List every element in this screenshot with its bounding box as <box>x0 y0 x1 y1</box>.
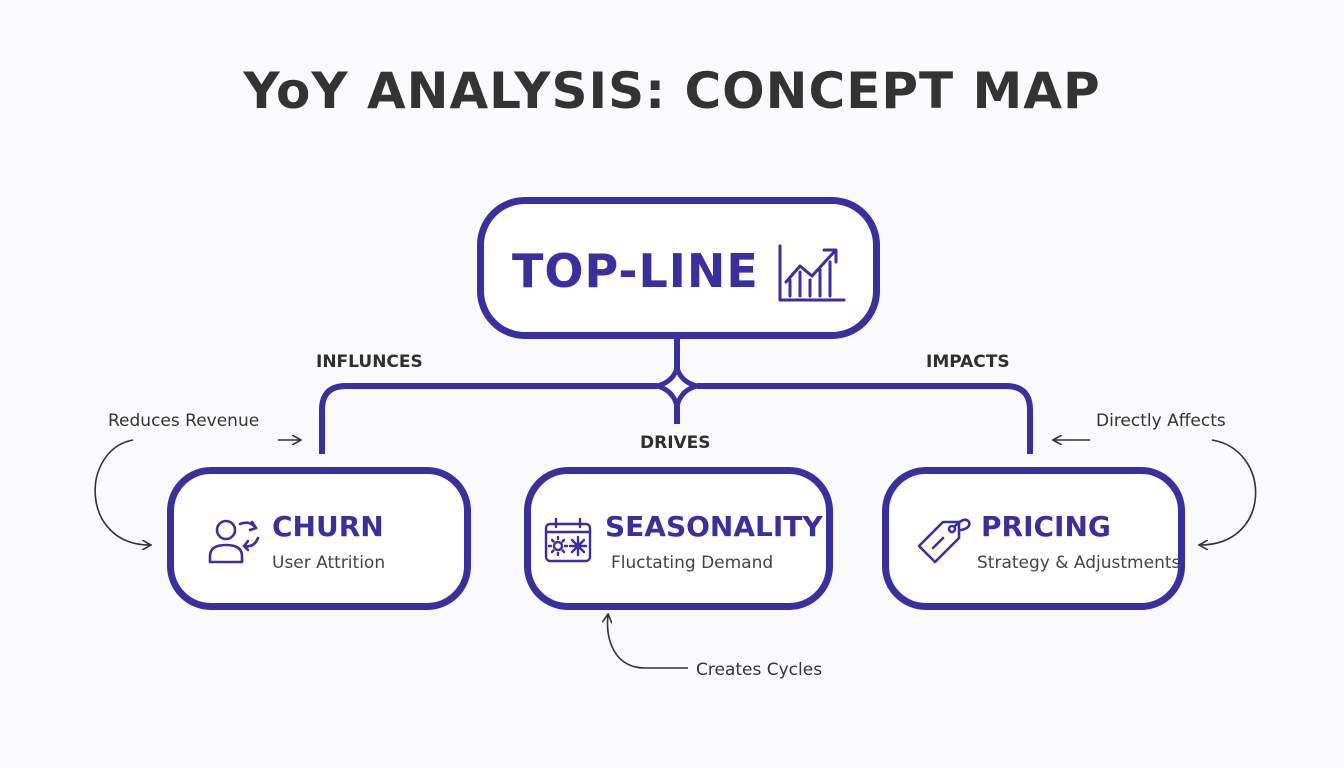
annotation-creates-cycles: Creates Cycles <box>696 660 823 680</box>
churn-subtitle: User Attrition <box>272 553 386 573</box>
churn-title: CHURN <box>272 510 384 543</box>
churn-node: CHURN User Attrition <box>167 467 471 610</box>
edge-label-impacts: IMPACTS <box>926 352 1010 372</box>
seasonality-subtitle: Fluctating Demand <box>611 553 774 573</box>
price-tag-icon <box>917 518 971 564</box>
directly-affects-arrow-curve <box>1200 439 1257 545</box>
seasonality-node: SEASONALITY Fluctating Demand <box>524 467 833 610</box>
reduces-revenue-arrow-curve <box>94 439 150 545</box>
user-refresh-icon <box>208 519 260 564</box>
branch-line-left <box>319 383 657 454</box>
creates-cycles-arrow <box>607 615 688 669</box>
junction-diamond <box>654 365 700 409</box>
calendar-sun-snow-icon <box>544 517 592 563</box>
top-line-label: TOP-LINE <box>512 244 759 298</box>
bar-chart-trend-icon <box>778 244 846 302</box>
page-title: YoY ANALYSIS: CONCEPT MAP <box>243 62 1101 120</box>
pricing-node: PRICING Strategy & Adjustments <box>882 467 1185 610</box>
edge-label-drives: DRIVES <box>640 433 711 453</box>
branch-line-right <box>697 383 1033 454</box>
edge-label-influnces: INFLUNCES <box>316 352 423 372</box>
annotation-reduces-revenue: Reduces Revenue <box>108 411 260 431</box>
pricing-subtitle: Strategy & Adjustments <box>977 553 1181 573</box>
pricing-title: PRICING <box>981 510 1111 543</box>
top-line-node: TOP-LINE <box>477 197 880 339</box>
annotation-directly-affects: Directly Affects <box>1096 411 1226 431</box>
seasonality-title: SEASONALITY <box>605 510 823 543</box>
